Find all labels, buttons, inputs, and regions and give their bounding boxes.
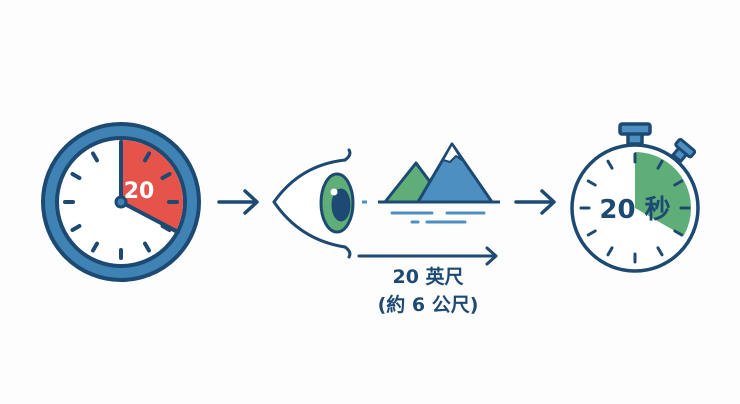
tick-mark bbox=[91, 241, 99, 253]
tick-mark bbox=[91, 151, 99, 163]
tick-mark bbox=[586, 179, 597, 187]
stopwatch-icon: 20 秒 bbox=[570, 122, 700, 273]
tick-mark bbox=[673, 229, 684, 237]
arrow-right-icon bbox=[217, 189, 259, 215]
distance-metric-label: (約 6 公尺) bbox=[378, 293, 479, 316]
tick-mark bbox=[143, 241, 151, 253]
distance-label: 20 英尺 bbox=[392, 265, 463, 288]
mountain-icon bbox=[362, 142, 500, 224]
tick-mark bbox=[586, 229, 597, 237]
clock-icon: 20 bbox=[41, 122, 201, 282]
tick-mark bbox=[656, 246, 664, 257]
tick-mark bbox=[70, 172, 82, 180]
eye-icon bbox=[272, 148, 355, 259]
clock-label: 20 bbox=[124, 179, 155, 204]
stopwatch-time-sector bbox=[635, 152, 692, 236]
tick-mark bbox=[606, 159, 614, 170]
tick-mark bbox=[143, 151, 151, 163]
distance-arrow-icon bbox=[357, 246, 498, 266]
tick-mark bbox=[70, 224, 82, 232]
tick-mark bbox=[656, 159, 664, 170]
tick-mark bbox=[160, 172, 172, 180]
tick-mark bbox=[606, 246, 614, 257]
tick-mark bbox=[673, 179, 684, 187]
hour-hand bbox=[119, 200, 180, 234]
arrow-right-icon bbox=[514, 189, 556, 215]
stopwatch-label: 20 秒 bbox=[599, 195, 670, 225]
